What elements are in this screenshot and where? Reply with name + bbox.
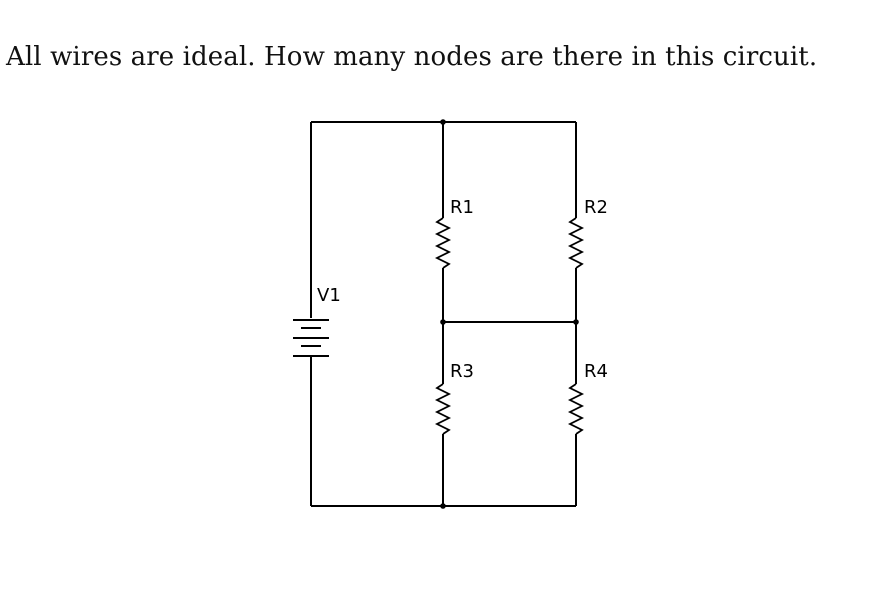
resistor-r4 xyxy=(567,383,585,435)
label-r1: R1 xyxy=(450,197,474,218)
label-r4: R4 xyxy=(584,361,608,382)
junction-top-mid xyxy=(440,119,446,125)
resistor-r3 xyxy=(434,383,452,435)
resistor-r2 xyxy=(567,217,585,269)
label-r2: R2 xyxy=(584,197,608,218)
junction-bottom-mid xyxy=(440,503,446,509)
battery-v1 xyxy=(293,319,329,357)
label-r3: R3 xyxy=(450,361,474,382)
junction-center-right xyxy=(573,319,579,325)
label-v1: V1 xyxy=(317,285,341,306)
resistor-r1 xyxy=(434,217,452,269)
junction-center-mid xyxy=(440,319,446,325)
question-text: All wires are ideal. How many nodes are … xyxy=(6,42,818,72)
